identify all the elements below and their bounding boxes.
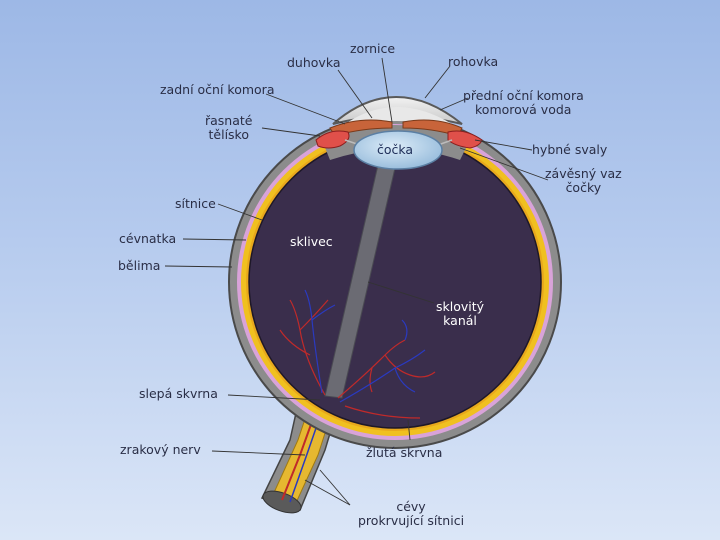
label-zavesny-line2: čočky (545, 181, 622, 195)
label-sklovity-kanal: sklovitý kanál (436, 300, 484, 328)
label-sklivec: sklivec (290, 235, 333, 249)
label-cevy: cévy prokrvující sítnici (358, 500, 464, 528)
label-rasnate-line2: tělísko (205, 128, 253, 142)
label-rohovka: rohovka (448, 55, 498, 69)
label-zrakovy-nerv: zrakový nerv (120, 443, 201, 457)
label-cevy-line1: cévy (358, 500, 464, 514)
label-rasnate-line1: řasnaté (205, 114, 253, 128)
label-cocka: čočka (377, 143, 413, 157)
label-zavesny-vaz: závěsný vaz čočky (545, 167, 622, 195)
label-zornice: zornice (350, 42, 395, 56)
label-cevy-line2: prokrvující sítnici (358, 514, 464, 528)
label-slepa-skvrna: slepá skvrna (139, 387, 218, 401)
label-cevnatka: cévnatka (119, 232, 176, 246)
label-sklovity-line1: sklovitý (436, 300, 484, 314)
label-predni-ocni-komora: přední oční komora (463, 89, 584, 103)
label-sitnice: sítnice (175, 197, 216, 211)
label-zadni-ocni-komora: zadní oční komora (160, 83, 274, 97)
label-belima: bělima (118, 259, 160, 273)
label-rasnate-telisko: řasnaté tělísko (205, 114, 253, 142)
label-zluta-skvrna: žlutá skrvna (366, 446, 442, 460)
label-duhovka: duhovka (287, 56, 341, 70)
label-zavesny-line1: závěsný vaz (545, 167, 622, 181)
vitreous-body (249, 136, 541, 428)
label-komorova-voda: komorová voda (475, 103, 571, 117)
label-hybne-svaly: hybné svaly (532, 143, 607, 157)
label-sklovity-line2: kanál (436, 314, 484, 328)
